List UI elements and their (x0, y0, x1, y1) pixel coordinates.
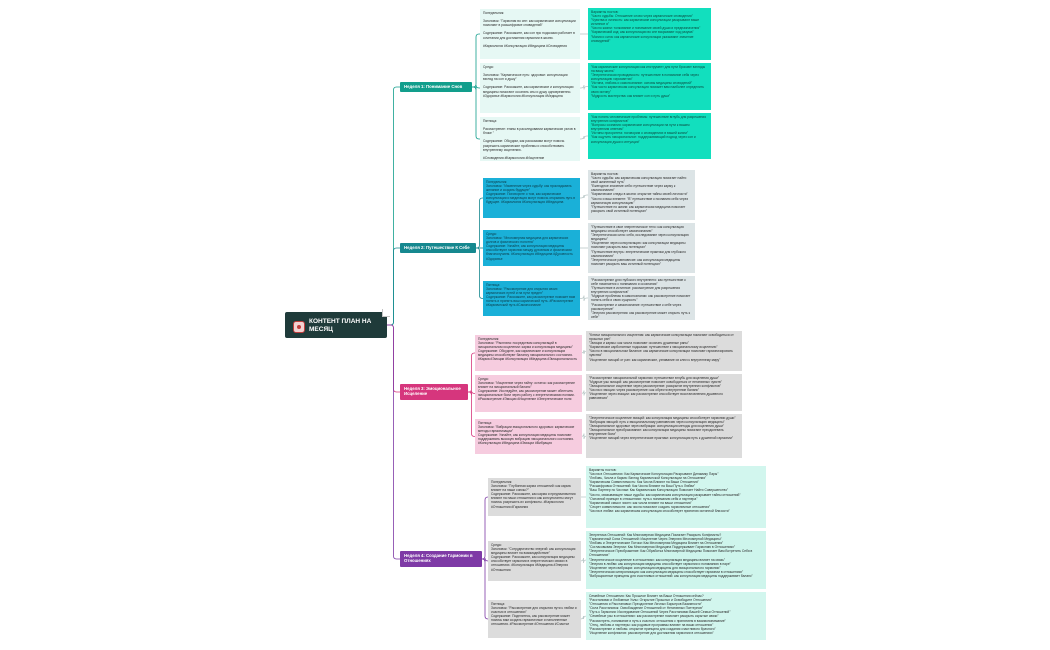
week-2-ideas-3[interactable]: "Рассмотрение для глубокого внутреннего:… (588, 276, 695, 320)
connector-week-3-friday (468, 391, 475, 437)
week-2-ideas-2[interactable]: "Путешествие в свое энергетическое тело:… (588, 223, 695, 273)
connector-root-week-4 (387, 324, 400, 560)
connector-week-1-monday (472, 33, 480, 88)
connector-week-4-friday (481, 558, 489, 620)
week-3-ideas-1[interactable]: "Ключи эмоционального исцеления: как кар… (586, 331, 742, 371)
week-3-monday-card[interactable]: Понедельник: Заголовок: "Расплата: посре… (475, 335, 582, 371)
week-4-friday-card[interactable]: Пятница: Заголовок: "Рассмотрение для от… (488, 600, 581, 638)
week-1-ideas-3[interactable]: "Как понять человеческие проблемы: путеш… (588, 113, 711, 159)
connector-week-2-monday (476, 197, 483, 249)
week-1-ideas-2[interactable]: "Как кармические консультации как инстру… (588, 63, 711, 110)
connector-week-2-friday (476, 247, 483, 299)
week-2-monday-card[interactable]: Понедельник: Заголовок: "Изменение через… (483, 178, 580, 218)
week-4-monday-card[interactable]: Понедельник: Заголовок: "Глубинная карма… (488, 478, 581, 516)
week-4-ideas-1[interactable]: Варианты постов: "Числа в Отношениях: Ка… (586, 466, 766, 528)
calendar-icon (293, 321, 305, 333)
branch-week-2-label: Неделя 2: Путешествие К Себе (404, 245, 470, 250)
branch-week-3[interactable]: Неделя 3: Эмоциональное Исцеление (400, 384, 468, 400)
connector-week-1-ideas-2 (580, 84, 588, 90)
branch-week-3-label: Неделя 3: Эмоциональное Исцеление (404, 386, 461, 397)
connector-week-1-friday (472, 86, 480, 140)
week-3-ideas-3[interactable]: "Энергетическое исцеление эмоций: как ко… (586, 414, 742, 458)
branch-week-1-label: Неделя 1: Понимание Снов (404, 84, 463, 89)
week-2-friday-card[interactable]: Пятница: Заголовок: "Рассмотрение для от… (483, 281, 580, 316)
connector-week-4-monday (481, 496, 489, 560)
connector-week-3-monday (468, 352, 475, 393)
week-1-monday-card[interactable]: Понедельник: Заголовок: "Гармония во сне… (480, 9, 580, 59)
connector-week-2-ideas-1 (580, 194, 588, 199)
week-4-ideas-2[interactable]: Энергетика Отношений: Как Многомерная Ме… (586, 531, 766, 589)
week-2-wednesday-card[interactable]: Среда: Заголовок: "Многомерная медицина … (483, 230, 580, 266)
connector-week-3-ideas-3 (580, 433, 588, 440)
week-1-friday-card[interactable]: Пятница: Рассмотрение: этапы в расследов… (480, 117, 580, 161)
connector-week-4-ideas-3 (580, 615, 587, 620)
week-1-ideas-1[interactable]: Варианты постов: "Часто судьбы: Отношени… (588, 8, 711, 60)
week-4-ideas-3[interactable]: Семейные Отношения: Как Прошлое Влияет н… (586, 592, 766, 640)
week-3-ideas-2[interactable]: "Рассмотрение эмоциональной гармонии: пу… (586, 374, 742, 411)
week-2-ideas-1[interactable]: Варианты постов: "Часто судьбы: как карм… (588, 170, 695, 220)
branch-week-4-label: Неделя 4: Создание Гармонии в Отношениях (404, 553, 473, 564)
note-corner-icon (382, 309, 390, 317)
week-1-wednesday-card[interactable]: Среда: Заголовок: "Кармическое путь: здо… (480, 63, 580, 113)
week-3-friday-card[interactable]: Пятница: Заголовок: "Вибрации эмоциональ… (475, 419, 582, 454)
connector-week-2-ideas-3 (580, 295, 588, 302)
branch-week-4[interactable]: Неделя 4: Создание Гармонии в Отношениях (400, 551, 482, 567)
connector-week-4-ideas-2 (580, 557, 587, 564)
connector-week-3-ideas-1 (580, 349, 588, 355)
branch-week-2[interactable]: Неделя 2: Путешествие К Себе (400, 243, 476, 253)
connector-week-1-ideas-3 (580, 135, 588, 140)
connector-week-3-ideas-2 (580, 390, 588, 396)
week-4-wednesday-card[interactable]: Среда: Заголовок: "Сотрудничество энерги… (488, 541, 581, 581)
root-title: КОНТЕНТ ПЛАН НА МЕСЯЦ (309, 318, 372, 333)
branch-week-1[interactable]: Неделя 1: Понимание Снов (400, 82, 472, 92)
root-node[interactable]: КОНТЕНТ ПЛАН НА МЕСЯЦ (285, 309, 390, 338)
week-3-wednesday-card[interactable]: Среда: Заголовок: "Исцеление через тайну… (475, 375, 582, 412)
